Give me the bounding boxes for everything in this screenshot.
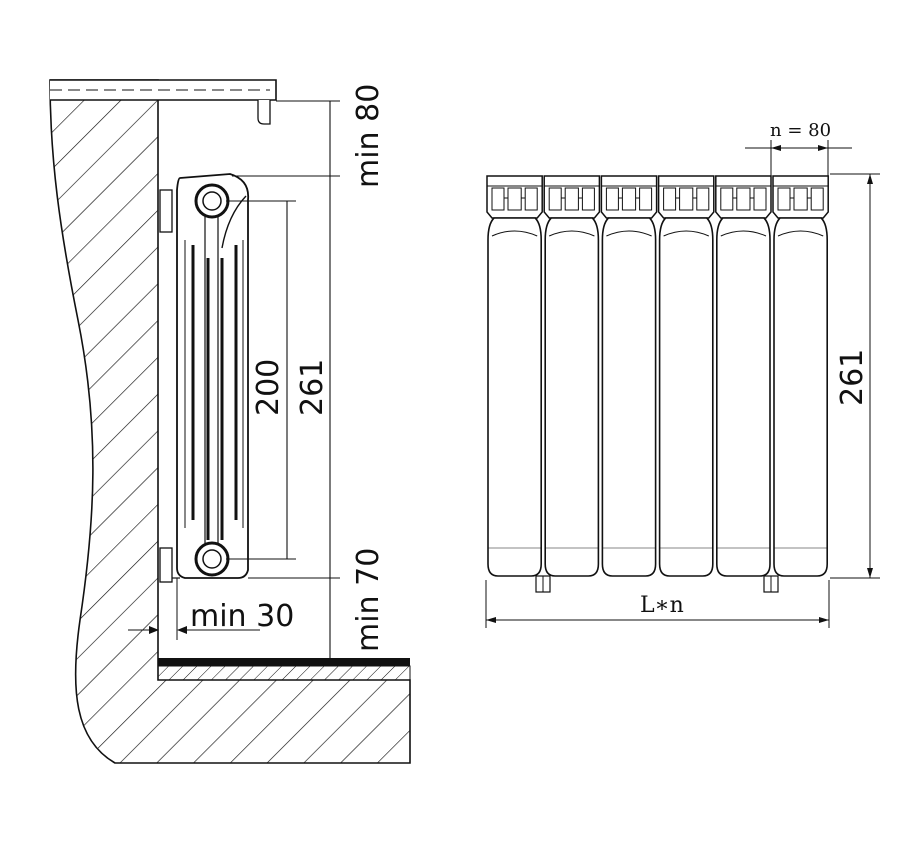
label-bottom-gap: min 70 bbox=[351, 548, 386, 652]
radiator-side bbox=[159, 173, 250, 583]
label-section-width: n = 80 bbox=[770, 120, 831, 141]
radiator-section bbox=[486, 175, 543, 577]
window-sill bbox=[50, 79, 277, 125]
radiator-section bbox=[600, 175, 658, 577]
label-wall-gap: min 30 bbox=[190, 599, 294, 634]
bracket-top bbox=[159, 189, 173, 233]
radiator-section bbox=[543, 175, 601, 577]
floor-screed bbox=[157, 665, 411, 681]
radiator-sections bbox=[486, 175, 829, 577]
wall bbox=[49, 79, 411, 764]
radiator-section bbox=[657, 175, 715, 577]
label-center-distance: 200 bbox=[251, 359, 286, 416]
label-top-gap: min 80 bbox=[351, 84, 386, 188]
bracket-bottom bbox=[159, 547, 173, 583]
label-height-side: 261 bbox=[295, 359, 330, 416]
front-view: n = 80 261 L∗n bbox=[485, 120, 880, 628]
radiator-section bbox=[715, 175, 772, 577]
floor-finish bbox=[158, 658, 410, 666]
radiator-section bbox=[772, 175, 829, 577]
side-view: min 80 200 261 min 70 min 30 bbox=[49, 79, 411, 764]
label-total-length: L∗n bbox=[640, 593, 684, 618]
label-height-front: 261 bbox=[835, 349, 870, 406]
